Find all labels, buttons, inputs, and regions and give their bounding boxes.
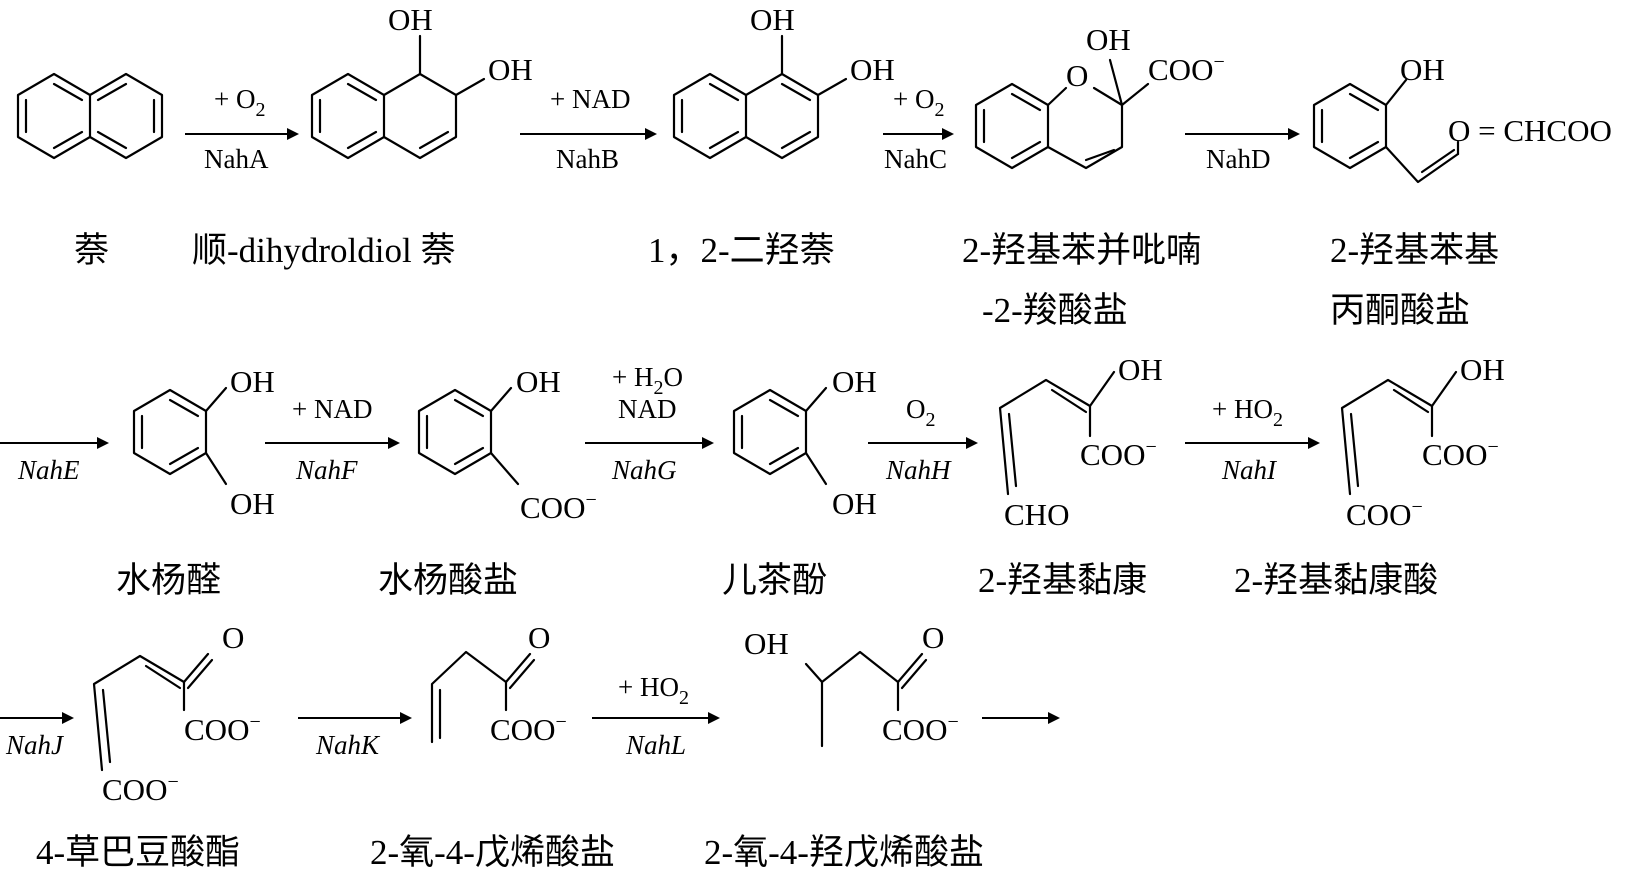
- compound-name-hydroxybenzal-line1: 2-羟基苯基: [1330, 231, 1499, 270]
- enzyme-nahe: NahE: [17, 455, 80, 485]
- reagent-o2: + O2: [893, 84, 944, 121]
- atom-coo: COO−: [1422, 436, 1499, 472]
- atom-oh: OH: [750, 2, 795, 37]
- compound-name-salicylate: 水杨酸盐: [378, 561, 518, 600]
- arrow-nahb: [520, 128, 657, 140]
- enzyme-nahc: NahC: [884, 144, 947, 174]
- reagent-ho2: + HO2: [1212, 394, 1283, 431]
- dihydroxynaphthalene-structure: [672, 34, 848, 160]
- reagent-ho2: + HO2: [618, 672, 689, 709]
- atom-aldehyde: O = CHCOO: [1448, 113, 1612, 148]
- enzyme-nahf: NahF: [295, 455, 358, 485]
- enzyme-nahg: NahG: [611, 455, 677, 485]
- arrow-nahk: [298, 712, 412, 724]
- arrow-continue: [982, 712, 1060, 724]
- oxopentenoate-structure: [430, 650, 536, 744]
- atom-cho: CHO: [1004, 497, 1069, 532]
- atom-oh: OH: [488, 52, 533, 87]
- compound-name-oxohydroxypentanoate: 2-氧-4-羟戊烯酸盐: [704, 833, 984, 872]
- atom-o: O: [528, 620, 550, 655]
- arrow-nahl: [592, 712, 720, 724]
- compound-name-cis-dihydrodiol: 顺-dihydroldiol 萘: [192, 231, 455, 270]
- catechol-structure: [732, 386, 828, 486]
- cis-dihydrodiol-structure: [310, 34, 486, 160]
- atom-oh: OH: [230, 486, 275, 521]
- atom-coo: COO−: [1346, 496, 1423, 532]
- atom-oh: OH: [1400, 52, 1445, 87]
- atom-oh: OH: [1118, 352, 1163, 387]
- arrow-nahh: [868, 437, 978, 449]
- atom-oh: OH: [516, 364, 561, 399]
- compound-name-hydroxychromene-line2: -2-羧酸盐: [982, 291, 1128, 330]
- atom-coo: COO−: [490, 711, 567, 747]
- hydroxybenzalpyruvate-structure: [1312, 78, 1460, 184]
- atom-o: O: [1066, 58, 1088, 93]
- compound-name-hydroxychromene-line1: 2-羟基苯并吡喃: [962, 231, 1201, 270]
- atom-coo: COO−: [1080, 436, 1157, 472]
- reagent-o2: + O2: [214, 84, 265, 121]
- compound-name-naphthalene: 萘: [74, 231, 109, 270]
- oxalocrotonate-structure: [92, 652, 214, 772]
- enzyme-nahj: NahJ: [5, 730, 65, 760]
- reagent-o2: O2: [906, 394, 936, 431]
- atom-coo: COO−: [1148, 51, 1225, 87]
- hydroxymuconic-semialdehyde-structure: [998, 370, 1116, 496]
- compound-name-catechol: 儿茶酚: [722, 561, 827, 600]
- oxohydroxypentanoate-structure: [804, 650, 928, 748]
- atom-coo: COO−: [184, 711, 261, 747]
- compound-name-hydroxymuconic-acid: 2-羟基黏康酸: [1234, 561, 1438, 600]
- atom-o: O: [922, 620, 944, 655]
- enzyme-naha: NahA: [204, 144, 269, 174]
- atom-oh: OH: [832, 486, 877, 521]
- salicylaldehyde-structure: [132, 386, 228, 486]
- enzyme-nahh: NahH: [885, 455, 952, 485]
- atom-oh: OH: [230, 364, 275, 399]
- reagent-nad: + NAD: [292, 394, 372, 424]
- atom-oh: OH: [1460, 352, 1505, 387]
- compound-name-hydroxymuconic-semialdehyde: 2-羟基黏康: [978, 561, 1147, 600]
- atom-o: O: [222, 620, 244, 655]
- reagent-h2o: + H2O: [612, 362, 683, 399]
- compound-name-oxopentenoate: 2-氧-4-戊烯酸盐: [370, 833, 615, 872]
- enzyme-nahk: NahK: [315, 730, 381, 760]
- compound-name-hydroxybenzal-line2: 丙酮酸盐: [1330, 291, 1470, 330]
- atom-coo: COO−: [102, 771, 179, 807]
- atom-oh: OH: [850, 52, 895, 87]
- atom-coo: COO−: [520, 489, 597, 525]
- enzyme-nahl: NahL: [625, 730, 686, 760]
- salicylate-structure: [417, 386, 520, 486]
- arrow-nahf: [265, 437, 400, 449]
- compound-name-salicylaldehyde: 水杨醛: [116, 561, 221, 600]
- atom-oh: OH: [744, 626, 789, 661]
- reagent-nad: NAD: [618, 394, 677, 424]
- atom-coo: COO−: [882, 711, 959, 747]
- atom-oh: OH: [1086, 22, 1131, 57]
- naphthalene-structure: [16, 72, 164, 160]
- arrow-nahd: [1185, 128, 1300, 140]
- reagent-nad: + NAD: [550, 84, 630, 114]
- compound-name-oxalocrotonate: 4-草巴豆酸酯: [36, 833, 240, 872]
- arrow-nahg: [585, 437, 714, 449]
- arrow-nahi: [1185, 437, 1320, 449]
- enzyme-nahi: NahI: [1221, 455, 1278, 485]
- hydroxymuconate-structure: [1340, 370, 1458, 496]
- arrow-nahj: [0, 712, 74, 724]
- enzyme-nahb: NahB: [556, 144, 619, 174]
- atom-oh: OH: [832, 364, 877, 399]
- hydroxychromene-carboxylate-structure: [974, 58, 1150, 170]
- arrow-nahe: [0, 437, 109, 449]
- enzyme-nahd: NahD: [1206, 144, 1270, 174]
- arrow-naha: [185, 128, 299, 140]
- arrow-nahc: [883, 128, 954, 140]
- atom-oh: OH: [388, 2, 433, 37]
- compound-name-dihydroxynaphthalene: 1，2-二羟萘: [648, 231, 835, 270]
